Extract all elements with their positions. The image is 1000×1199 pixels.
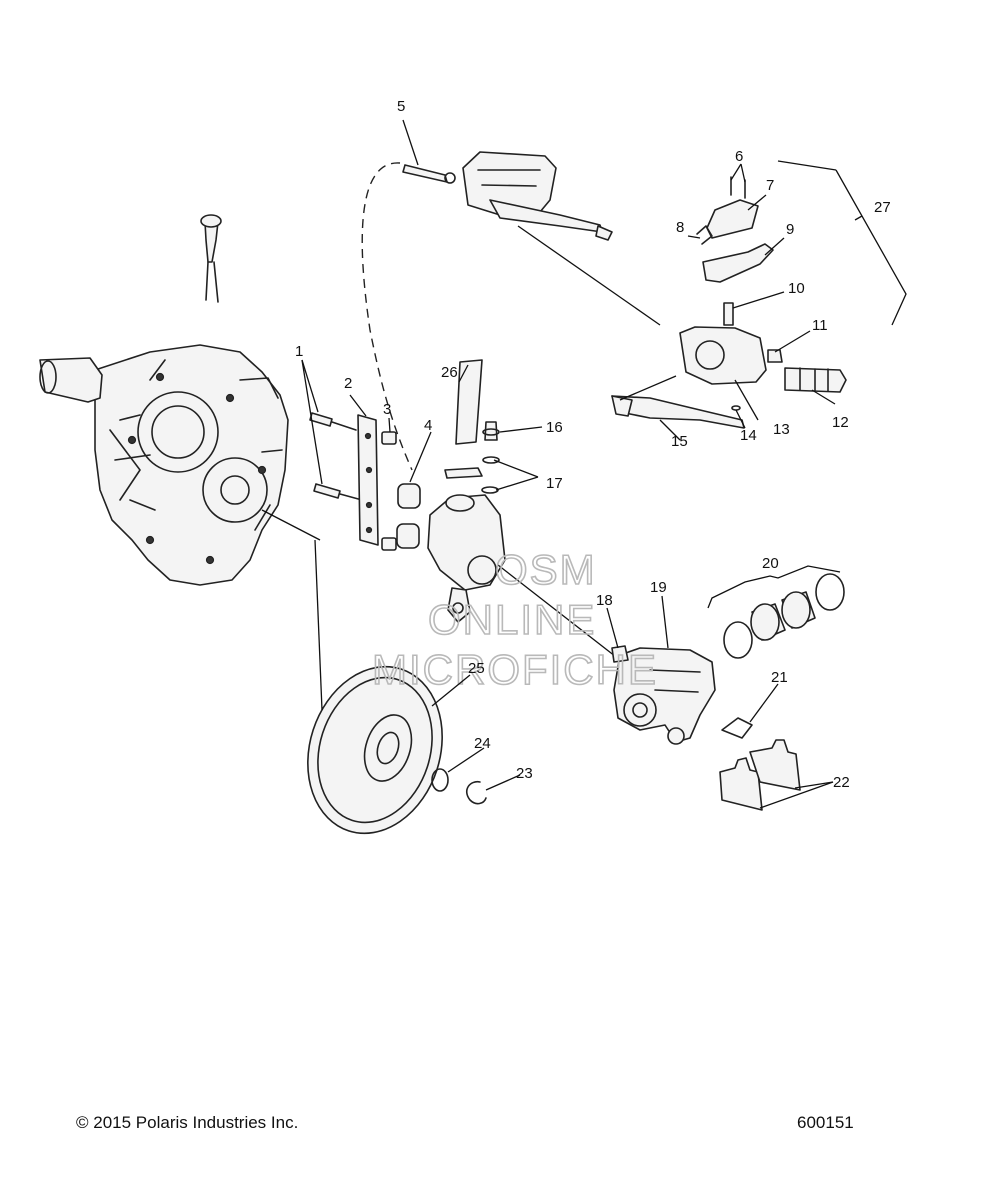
callout-17: 17 (546, 475, 563, 492)
callout-23: 23 (516, 765, 533, 782)
callout-3: 3 (383, 401, 391, 418)
nuts-part-3 (381, 431, 397, 551)
brake-disc-assembly (307, 665, 487, 835)
callout-20: 20 (762, 555, 779, 572)
callout-6: 6 (735, 148, 743, 165)
callout-16: 16 (546, 419, 563, 436)
svg-text:MICROFICHE: MICROFICHE (372, 646, 658, 693)
rear-caliper-assembly (611, 573, 845, 811)
callout-9: 9 (786, 221, 794, 238)
callout-19: 19 (650, 579, 667, 596)
callout-18: 18 (596, 592, 613, 609)
callout-7: 7 (766, 177, 774, 194)
throttle-control-assembly (611, 176, 847, 429)
callout-26: 26 (441, 364, 458, 381)
spacers-part-4 (396, 483, 421, 549)
callout-labels: 1 2 3 4 5 6 7 8 9 10 11 12 13 14 15 16 1… (295, 98, 891, 791)
callout-14: 14 (740, 427, 757, 444)
callout-4: 4 (424, 417, 432, 434)
callout-5: 5 (397, 98, 405, 115)
copyright-notice: © 2015 Polaris Industries Inc. (76, 1113, 299, 1132)
brake-line-dashed (361, 162, 413, 471)
callout-13: 13 (773, 421, 790, 438)
callout-21: 21 (771, 669, 788, 686)
callout-8: 8 (676, 219, 684, 236)
watermark: OSM ONLINE MICROFICHE (371, 545, 658, 694)
callout-22: 22 (833, 774, 850, 791)
callout-12: 12 (832, 414, 849, 431)
callout-15: 15 (671, 433, 688, 450)
callout-2: 2 (344, 375, 352, 392)
svg-text:ONLINE: ONLINE (428, 596, 596, 643)
callout-10: 10 (788, 280, 805, 297)
bolts-part-1 (309, 412, 363, 501)
gearcase-assembly (39, 214, 289, 586)
master-cylinder-assembly (402, 151, 613, 241)
figure-number: 600151 (797, 1113, 854, 1132)
gasket-plate-part-2 (357, 414, 379, 546)
callout-27: 27 (874, 199, 891, 216)
callout-leaders (301, 119, 907, 809)
caliper-mount-assembly (427, 359, 506, 623)
callout-24: 24 (474, 735, 491, 752)
callout-11: 11 (812, 317, 828, 334)
callout-1: 1 (295, 343, 303, 360)
callout-25: 25 (468, 660, 485, 677)
svg-text:OSM: OSM (495, 546, 597, 593)
